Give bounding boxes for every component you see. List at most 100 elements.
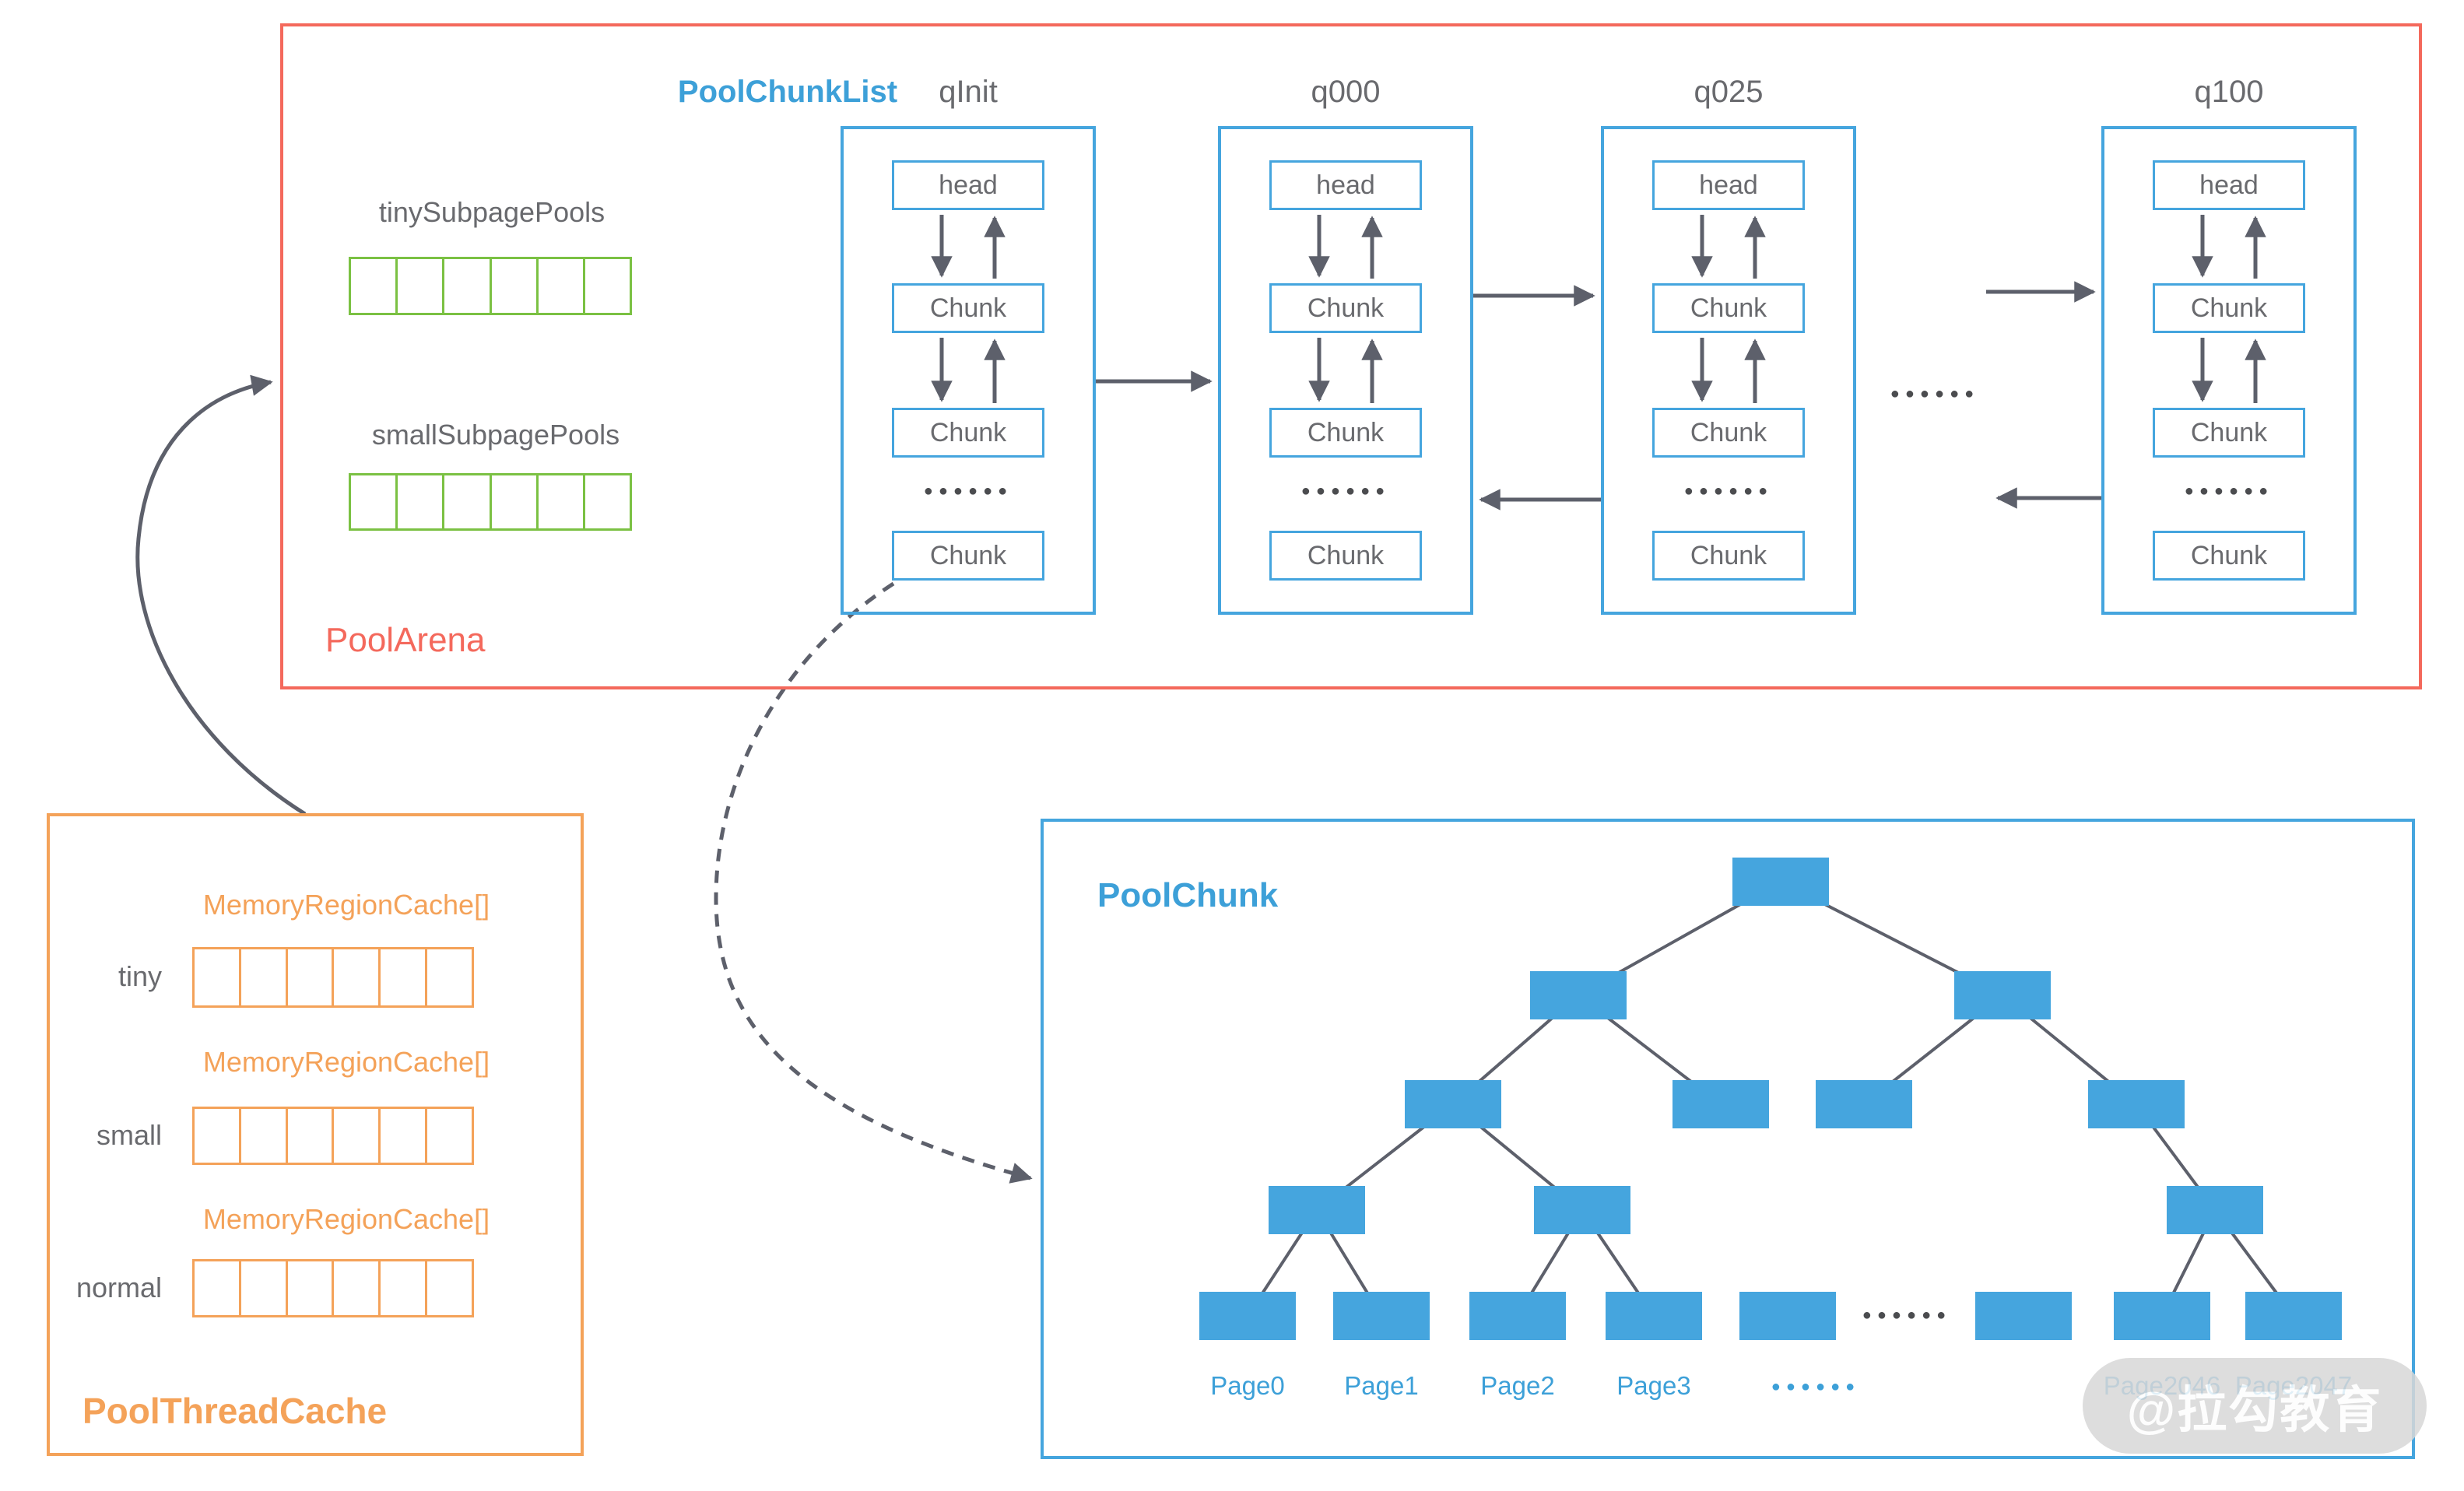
tree-leaf-node [1333,1292,1430,1340]
array-cell [381,949,428,1005]
array-cell [334,1261,381,1315]
memory-region-cache-label: MemoryRegionCache[] [202,1203,490,1235]
chunk-list-column-q025 [1601,126,1856,615]
column-ellipsis-dots: ●●●●●● [2184,482,2274,500]
tree-node [2167,1186,2263,1234]
array-cell [539,259,585,313]
chunk-box: Chunk [892,408,1044,458]
array-cell [195,1109,241,1163]
array-cell [381,1261,428,1315]
chunk-box: Chunk [892,283,1044,333]
array-cell [241,949,288,1005]
tree-node [1954,971,2051,1019]
small-row-label: small [96,1119,162,1151]
tree-leaf-node [2245,1292,2342,1340]
tree-node [1405,1080,1501,1128]
page-label-Page0: Page0 [1210,1371,1285,1400]
array-cell [195,1261,241,1315]
chunk-box: Chunk [2153,283,2305,333]
chunk-box: Chunk [1652,283,1805,333]
array-cell [492,475,539,528]
column-ellipsis-dots: ●●●●●● [1300,482,1391,500]
chunk-box: Chunk [1269,283,1422,333]
tree-leaf-node [1469,1292,1566,1340]
tree-node [1269,1186,1365,1234]
array-cell [288,949,335,1005]
array-cell [195,949,241,1005]
array-cell [585,475,630,528]
memory-region-cache-label: MemoryRegionCache[] [202,889,490,921]
chunk-list-column-q000 [1218,126,1473,615]
array-cell [288,1261,335,1315]
tiny-row-label: tiny [118,960,162,992]
watermark-pill: @拉勾教育 [2083,1358,2427,1454]
array-cell [427,949,472,1005]
array-cell [539,475,585,528]
page-label-Page1: Page1 [1344,1371,1419,1400]
memory-region-cache-label: MemoryRegionCache[] [202,1046,490,1078]
watermark-text: @拉勾教育 [2126,1381,2383,1438]
array-cell [334,1109,381,1163]
page-labels-ellipsis-dots: ●●●●●● [1771,1378,1861,1395]
array-cell [241,1261,288,1315]
column-label-q100: q100 [2194,75,2264,109]
array-cell [351,259,398,313]
tree-leaf-node [1975,1292,2072,1340]
pool-arena-box [280,23,2422,689]
array-cell [334,949,381,1005]
page-label-Page3: Page3 [1616,1371,1691,1400]
column-label-q025: q025 [1694,75,1764,109]
array-cell [398,259,445,313]
head-box: head [892,160,1044,210]
chunk-box: Chunk [2153,408,2305,458]
pool-thread-cache-box [47,813,584,1456]
pool-chunk-title: PoolChunk [1097,876,1279,914]
normal-row-label: normal [75,1272,162,1303]
tree-leaf-node [1199,1292,1296,1340]
tree-leaf-node [1606,1292,1702,1340]
pool-arena-title: PoolArena [325,621,486,659]
array-cell [427,1109,472,1163]
gap-ellipsis-dots: ●●●●●● [1890,385,1980,402]
pool-thread-cache-title: PoolThreadCache [82,1391,388,1431]
chunk-list-column-q100 [2101,126,2357,615]
column-label-qInit: qInit [939,75,998,109]
array-cell [398,475,445,528]
chunk-box: Chunk [892,531,1044,581]
array-cell [381,1109,428,1163]
head-box: head [1269,160,1422,210]
head-box: head [2153,160,2305,210]
array-cell [444,259,492,313]
array-cell [288,1109,335,1163]
array-cell [492,259,539,313]
chunk-box: Chunk [1652,408,1805,458]
tree-node [1673,1080,1769,1128]
small-subpage-pools-label: smallSubpagePools [371,419,620,451]
pool-chunk-list-label: PoolChunkList [677,75,898,109]
column-ellipsis-dots: ●●●●●● [923,482,1013,500]
pool-chunk-box [1041,819,2415,1459]
array-cell [241,1109,288,1163]
array-cell [351,475,398,528]
tree-node [2088,1080,2185,1128]
chunk-box: Chunk [1269,531,1422,581]
tree-leaf-node [2114,1292,2210,1340]
tree-leaf-node [1739,1292,1836,1340]
tree-node [1816,1080,1912,1128]
page-label-Page2: Page2 [1480,1371,1555,1400]
small-subpage-pools-array [349,473,632,531]
column-label-q000: q000 [1311,75,1381,109]
array-cell [585,259,630,313]
tiny-subpage-pools-array [349,257,632,315]
head-box: head [1652,160,1805,210]
small-cache-array [192,1107,474,1165]
tiny-subpage-pools-label: tinySubpagePools [378,196,605,228]
tree-node [1530,971,1627,1019]
tree-node [1732,858,1829,906]
tiny-cache-array [192,947,474,1008]
chunk-box: Chunk [1269,408,1422,458]
chunk-box: Chunk [1652,531,1805,581]
normal-cache-array [192,1259,474,1317]
column-ellipsis-dots: ●●●●●● [1683,482,1774,500]
